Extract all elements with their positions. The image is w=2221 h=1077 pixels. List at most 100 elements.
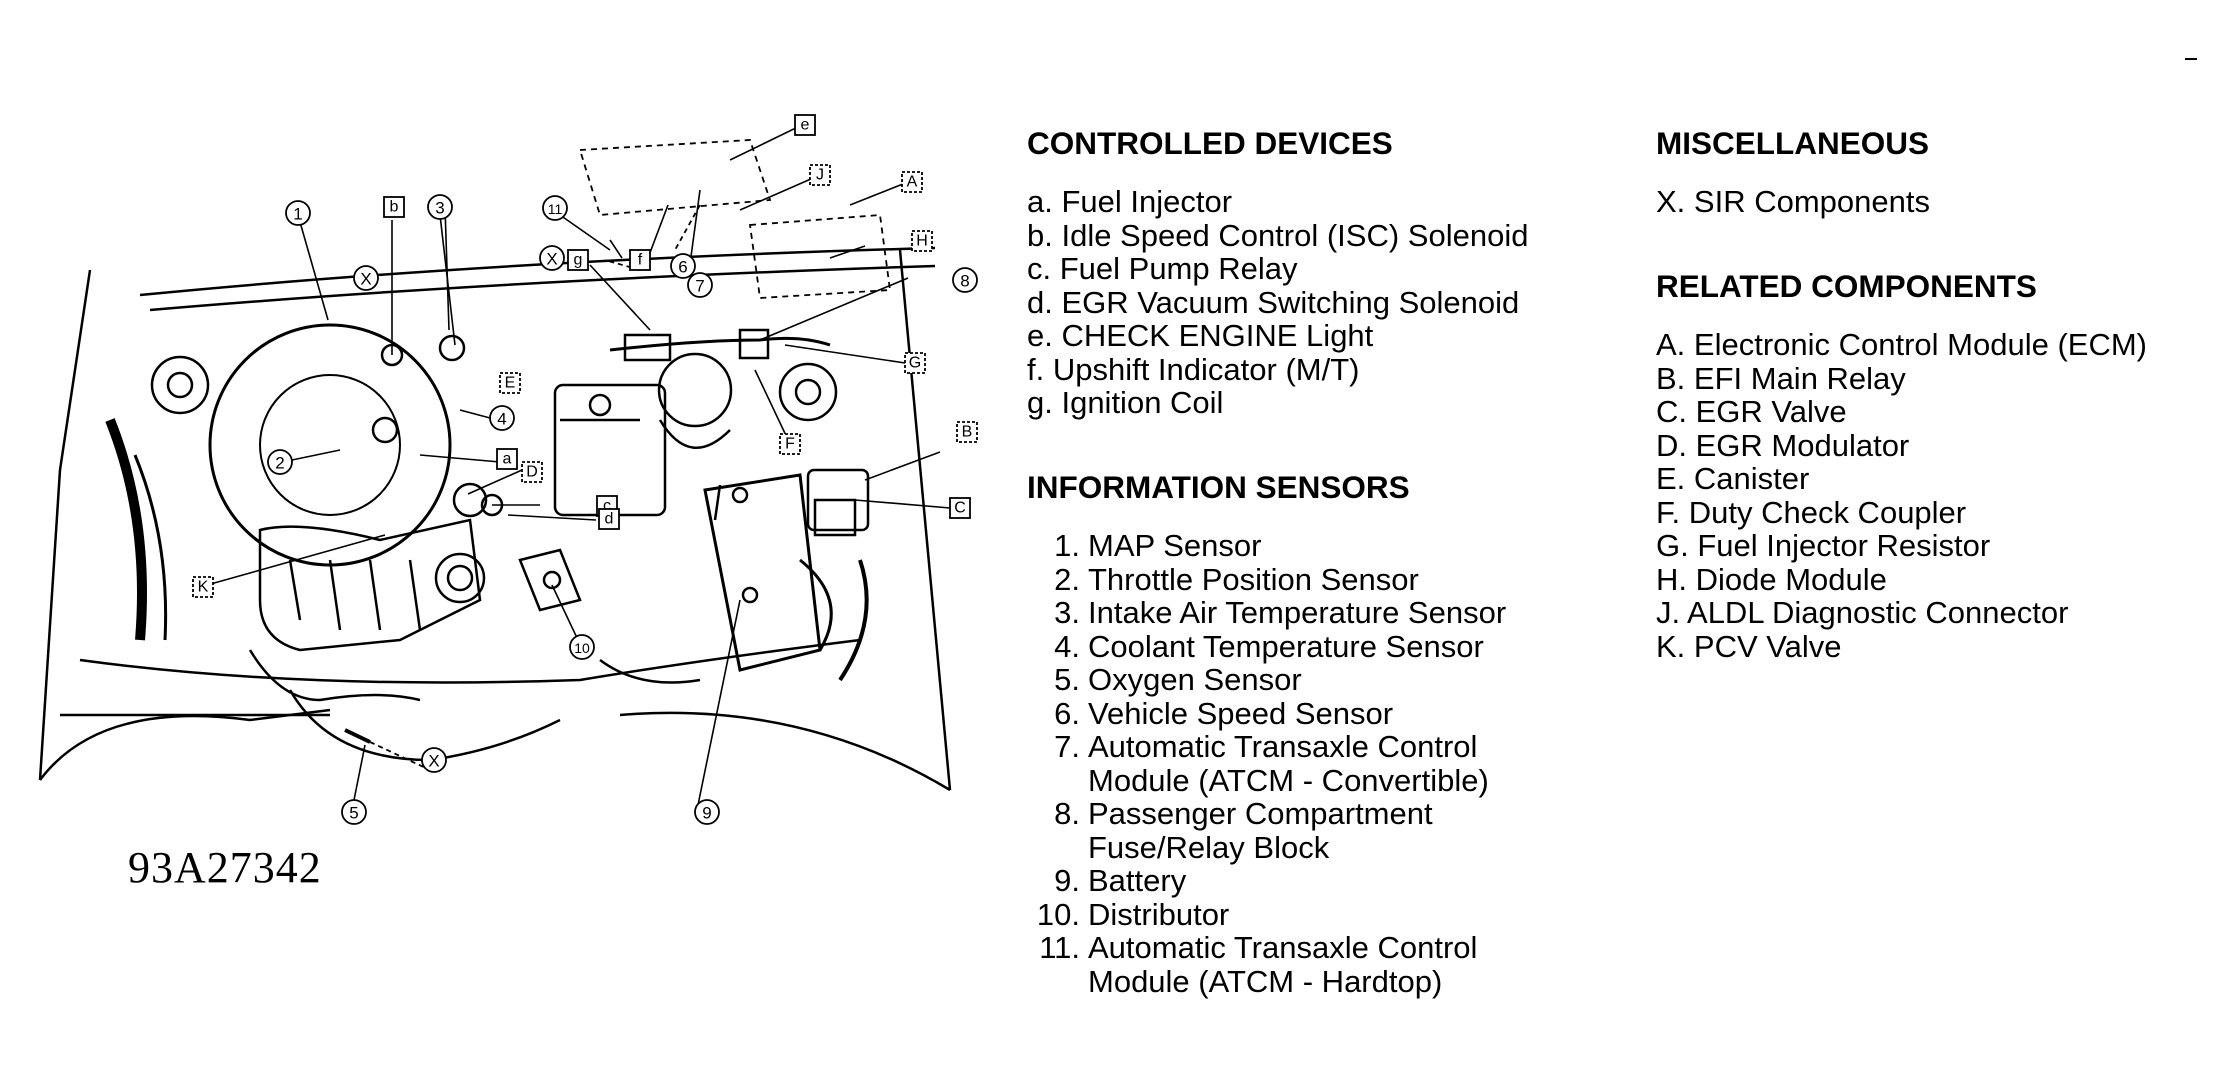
- svg-text:K: K: [198, 579, 209, 596]
- item-number: 2.: [1054, 561, 1080, 597]
- item-number: 6.: [1054, 695, 1080, 731]
- svg-text:7: 7: [695, 277, 704, 296]
- callout-box-K: K: [192, 576, 214, 598]
- miscellaneous-list: X. SIR Components: [1656, 185, 1930, 219]
- corner-dash: [2185, 58, 2197, 60]
- callout-box-A: A: [901, 171, 923, 193]
- list-item: 6.Vehicle Speed Sensor: [1027, 695, 1506, 731]
- list-item: D. EGR Modulator: [1656, 427, 1910, 463]
- list-item: e. CHECK ENGINE Light: [1027, 318, 1374, 353]
- engine-compartment-diagram: 1 2 3 4 5 6 7 8 9 10 11 X X X a b c d e …: [38, 114, 978, 825]
- list-item: 11.Automatic Transaxle Control Module (A…: [1027, 931, 1506, 998]
- svg-text:1: 1: [293, 205, 302, 224]
- list-item: X. SIR Components: [1656, 184, 1930, 219]
- list-item: 2.Throttle Position Sensor: [1027, 561, 1506, 597]
- svg-text:C: C: [954, 500, 966, 517]
- callout-1: 1: [285, 200, 311, 226]
- controlled-devices-section: CONTROLLED DEVICES a. Fuel Injector b. I…: [1027, 123, 1528, 420]
- callout-11: 11: [542, 195, 568, 221]
- callout-2: 2: [267, 449, 293, 475]
- miscellaneous-section: MISCELLANEOUS X. SIR Components: [1656, 123, 1930, 219]
- svg-text:D: D: [526, 464, 538, 481]
- callout-9: 9: [694, 799, 720, 825]
- callout-x-top: X: [539, 245, 565, 271]
- callout-7: 7: [687, 272, 713, 298]
- controlled-devices-heading: CONTROLLED DEVICES: [1027, 125, 1393, 161]
- callout-box-F: F: [779, 433, 801, 455]
- item-number: 7.: [1054, 729, 1080, 764]
- svg-text:X: X: [360, 270, 371, 289]
- list-item: c. Fuel Pump Relay: [1027, 251, 1298, 286]
- svg-text:E: E: [505, 375, 516, 392]
- list-item: 3.Intake Air Temperature Sensor: [1027, 596, 1506, 630]
- figure-code: 93A27342: [128, 843, 322, 892]
- information-sensors-section: INFORMATION SENSORS 1.MAP Sensor 2.Throt…: [1027, 467, 1506, 998]
- list-item: b. Idle Speed Control (ISC) Solenoid: [1027, 217, 1529, 253]
- callout-box-B: B: [956, 421, 978, 443]
- related-components-section: RELATED COMPONENTS A. Electronic Control…: [1656, 266, 2147, 663]
- callout-x-bottom: X: [421, 747, 447, 773]
- list-item: 9.Battery: [1027, 864, 1506, 898]
- item-text: Throttle Position Sensor: [1088, 561, 1419, 597]
- callout-4: 4: [489, 405, 515, 431]
- callout-box-d: d: [598, 508, 620, 530]
- list-item: C. EGR Valve: [1656, 394, 1847, 429]
- item-text: Automatic Transaxle Control Module (ATCM…: [1088, 729, 1489, 798]
- svg-text:11: 11: [548, 201, 563, 217]
- callout-x-left: X: [353, 265, 379, 291]
- item-text: Passenger Compartment Fuse/Relay Block: [1088, 796, 1433, 865]
- list-item: F. Duty Check Coupler: [1656, 494, 1967, 530]
- svg-text:G: G: [909, 355, 921, 372]
- callout-box-g: g: [567, 249, 589, 271]
- callout-box-b: b: [383, 196, 405, 218]
- list-item: K. PCV Valve: [1656, 628, 1842, 664]
- svg-text:e: e: [801, 117, 810, 134]
- item-number: 8.: [1054, 796, 1080, 831]
- item-number: 11.: [1039, 930, 1080, 965]
- callout-10: 10: [569, 634, 595, 660]
- callout-box-e: e: [794, 114, 816, 136]
- list-item: 7.Automatic Transaxle Control Module (AT…: [1027, 730, 1506, 797]
- list-item: H. Diode Module: [1656, 561, 1887, 597]
- item-number: 5.: [1054, 662, 1080, 697]
- item-number: 3.: [1054, 595, 1080, 630]
- svg-text:6: 6: [678, 258, 687, 277]
- list-item: J. ALDL Diagnostic Connector: [1656, 595, 2069, 630]
- miscellaneous-heading: MISCELLANEOUS: [1656, 125, 1930, 161]
- information-sensors-list: 1.MAP Sensor 2.Throttle Position Sensor …: [1027, 529, 1506, 998]
- item-number: 10.: [1036, 896, 1080, 932]
- svg-text:F: F: [785, 436, 795, 453]
- svg-text:10: 10: [574, 640, 590, 656]
- svg-text:c: c: [603, 498, 611, 515]
- list-item: A. Electronic Control Module (ECM): [1656, 327, 2147, 362]
- callout-3: 3: [427, 194, 453, 220]
- engine-line-art: [38, 139, 952, 792]
- callout-box-D: D: [521, 461, 543, 483]
- svg-text:B: B: [962, 424, 973, 441]
- item-text: Oxygen Sensor: [1088, 662, 1302, 697]
- svg-text:4: 4: [497, 410, 506, 429]
- callout-leader-lines: [199, 124, 951, 806]
- callout-box-H: H: [911, 230, 933, 252]
- callout-5: 5: [341, 799, 367, 825]
- item-text: Automatic Transaxle Control Module (ATCM…: [1088, 930, 1478, 999]
- svg-text:a: a: [503, 451, 512, 468]
- svg-text:8: 8: [960, 272, 969, 291]
- svg-text:f: f: [638, 252, 643, 269]
- controlled-devices-list: a. Fuel Injector b. Idle Speed Control (…: [1027, 185, 1528, 420]
- list-item: E. Canister: [1656, 461, 1810, 496]
- list-item: d. EGR Vacuum Switching Solenoid: [1027, 284, 1520, 320]
- svg-text:g: g: [574, 252, 583, 269]
- list-item: 10.Distributor: [1027, 896, 1506, 932]
- list-item: 5.Oxygen Sensor: [1027, 663, 1506, 697]
- svg-text:5: 5: [349, 804, 358, 823]
- list-item: 1.MAP Sensor: [1027, 529, 1506, 563]
- callout-box-E: E: [499, 372, 521, 394]
- item-number: 9.: [1054, 863, 1080, 898]
- callout-6: 6: [670, 253, 696, 279]
- item-text: Battery: [1088, 863, 1187, 898]
- callout-box-C: C: [949, 497, 971, 519]
- svg-text:H: H: [916, 233, 928, 250]
- item-text: Coolant Temperature Sensor: [1088, 628, 1484, 664]
- svg-text:2: 2: [275, 454, 284, 473]
